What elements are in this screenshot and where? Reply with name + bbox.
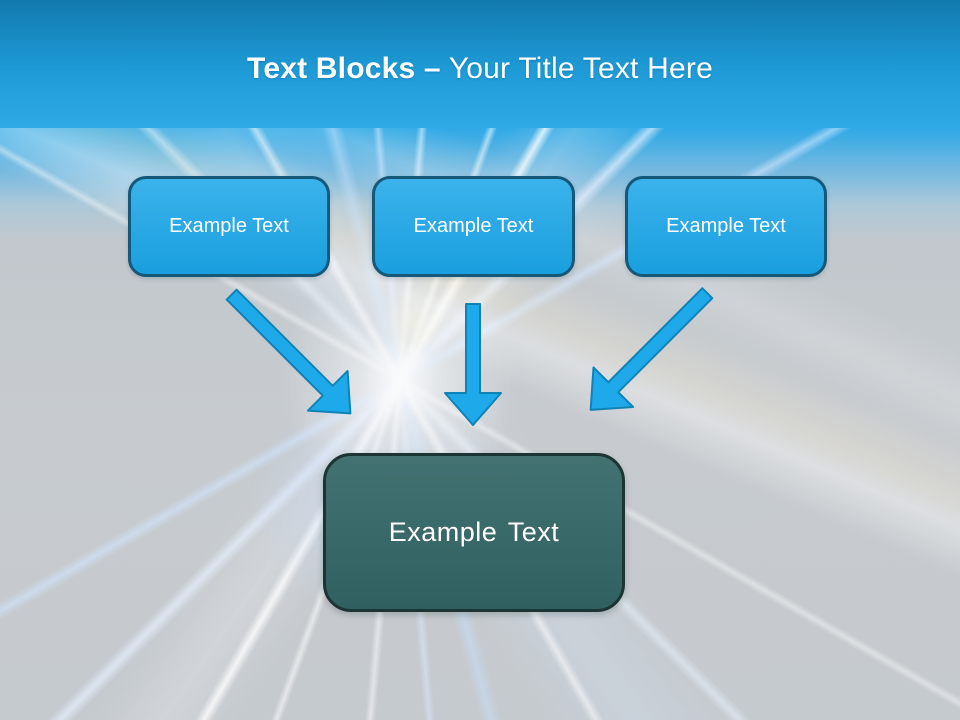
text-block-1: Example Text <box>128 176 330 277</box>
slide-title-bold: Text Blocks – <box>247 52 441 85</box>
slide-title: Text Blocks – Your Title Text Here <box>0 52 960 86</box>
summary-block-label: Example Text <box>388 517 560 547</box>
summary-block: Example Text <box>323 453 625 612</box>
text-block-1-label: Example Text <box>169 215 289 237</box>
arrow-down-icon <box>444 303 502 426</box>
slide-title-rest: Your Title Text Here <box>448 52 713 85</box>
text-block-2: Example Text <box>372 176 575 277</box>
text-block-3: Example Text <box>625 176 827 277</box>
text-block-3-label: Example Text <box>666 215 786 237</box>
text-block-2-label: Example Text <box>413 215 534 237</box>
arrow-down-left-icon <box>569 272 728 431</box>
arrow-down-right-icon <box>210 273 371 434</box>
